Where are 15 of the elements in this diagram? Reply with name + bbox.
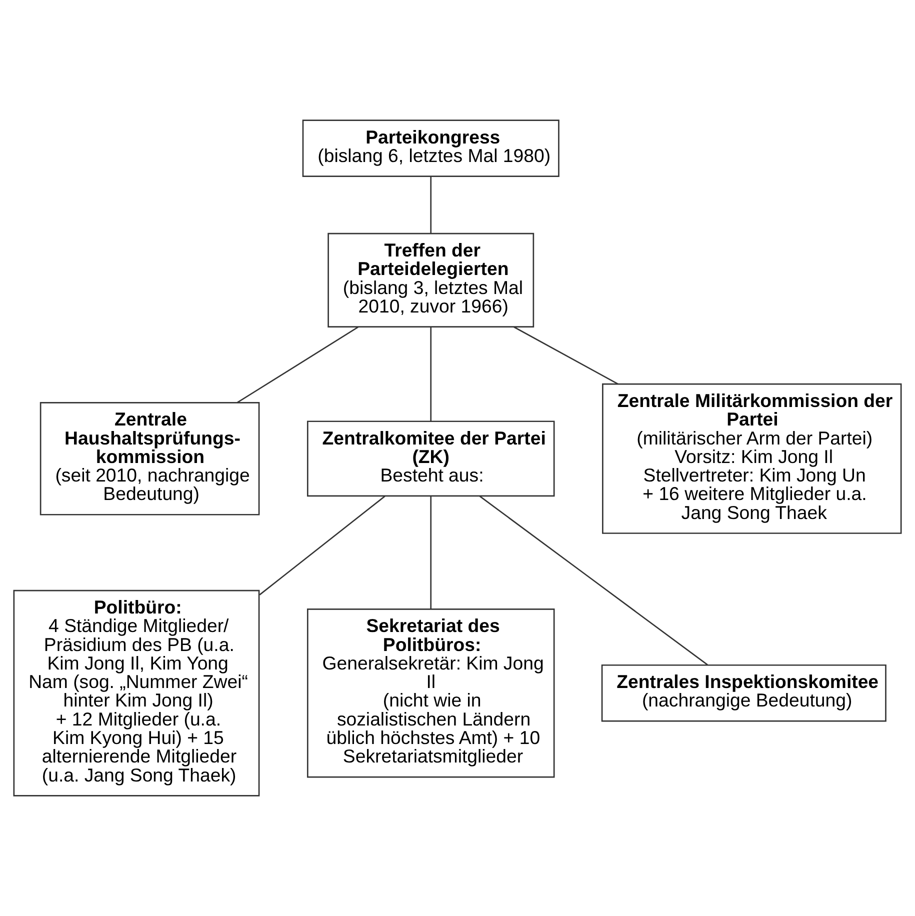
node-box: Zentrales Inspektionskomitee (nachrangige Bedeutung) (601, 664, 886, 722)
node-box: Treffen der Parteidelegierten (bislang 3, letztes Mal 2010, zuvor 1966) (328, 232, 534, 328)
connector (479, 496, 708, 666)
node-box: Politbüro: 4 Ständige Mitglieder/ Präsidium des PB (u.a. Kim Jong Il, Kim Yong Nam (sog. „Nummer Zwei“ hinter Kim Jong Il) + 12 Mitglieder (u.a. Kim Kyong Hui) + 15 alternierende Mitglieder (u.a. Jang Song Thaek) (13, 590, 260, 796)
node-box: Zentrale Militärkommission der Partei (militärischer Arm der Partei) Vorsitz: Kim Jong Il Stellvertreter: Kim Jong Un + 16 weitere Mitglieder u.a. Jang Song Thaek (602, 383, 902, 534)
node-box: Zentralkomitee der Partei (ZK) Besteht aus: (306, 420, 555, 497)
connector (430, 496, 432, 609)
node-box: Sekretariat des Politbüros: Generalsekretär: Kim Jong Il (nicht wie in sozialistischen Ländern üblich höchstes Amt) + 10 Sekretariatsmitglieder (306, 608, 555, 778)
connector (430, 176, 432, 234)
node-box: Zentrale Haushaltsprüfungs- kommission (seit 2010, nachrangige Bedeutung) (40, 402, 260, 516)
connector (430, 327, 432, 422)
connector (236, 326, 358, 404)
connector (259, 496, 386, 596)
node-box: Parteikongress (bislang 6, letztes Mal 1980) (302, 120, 560, 177)
connector (514, 326, 618, 385)
